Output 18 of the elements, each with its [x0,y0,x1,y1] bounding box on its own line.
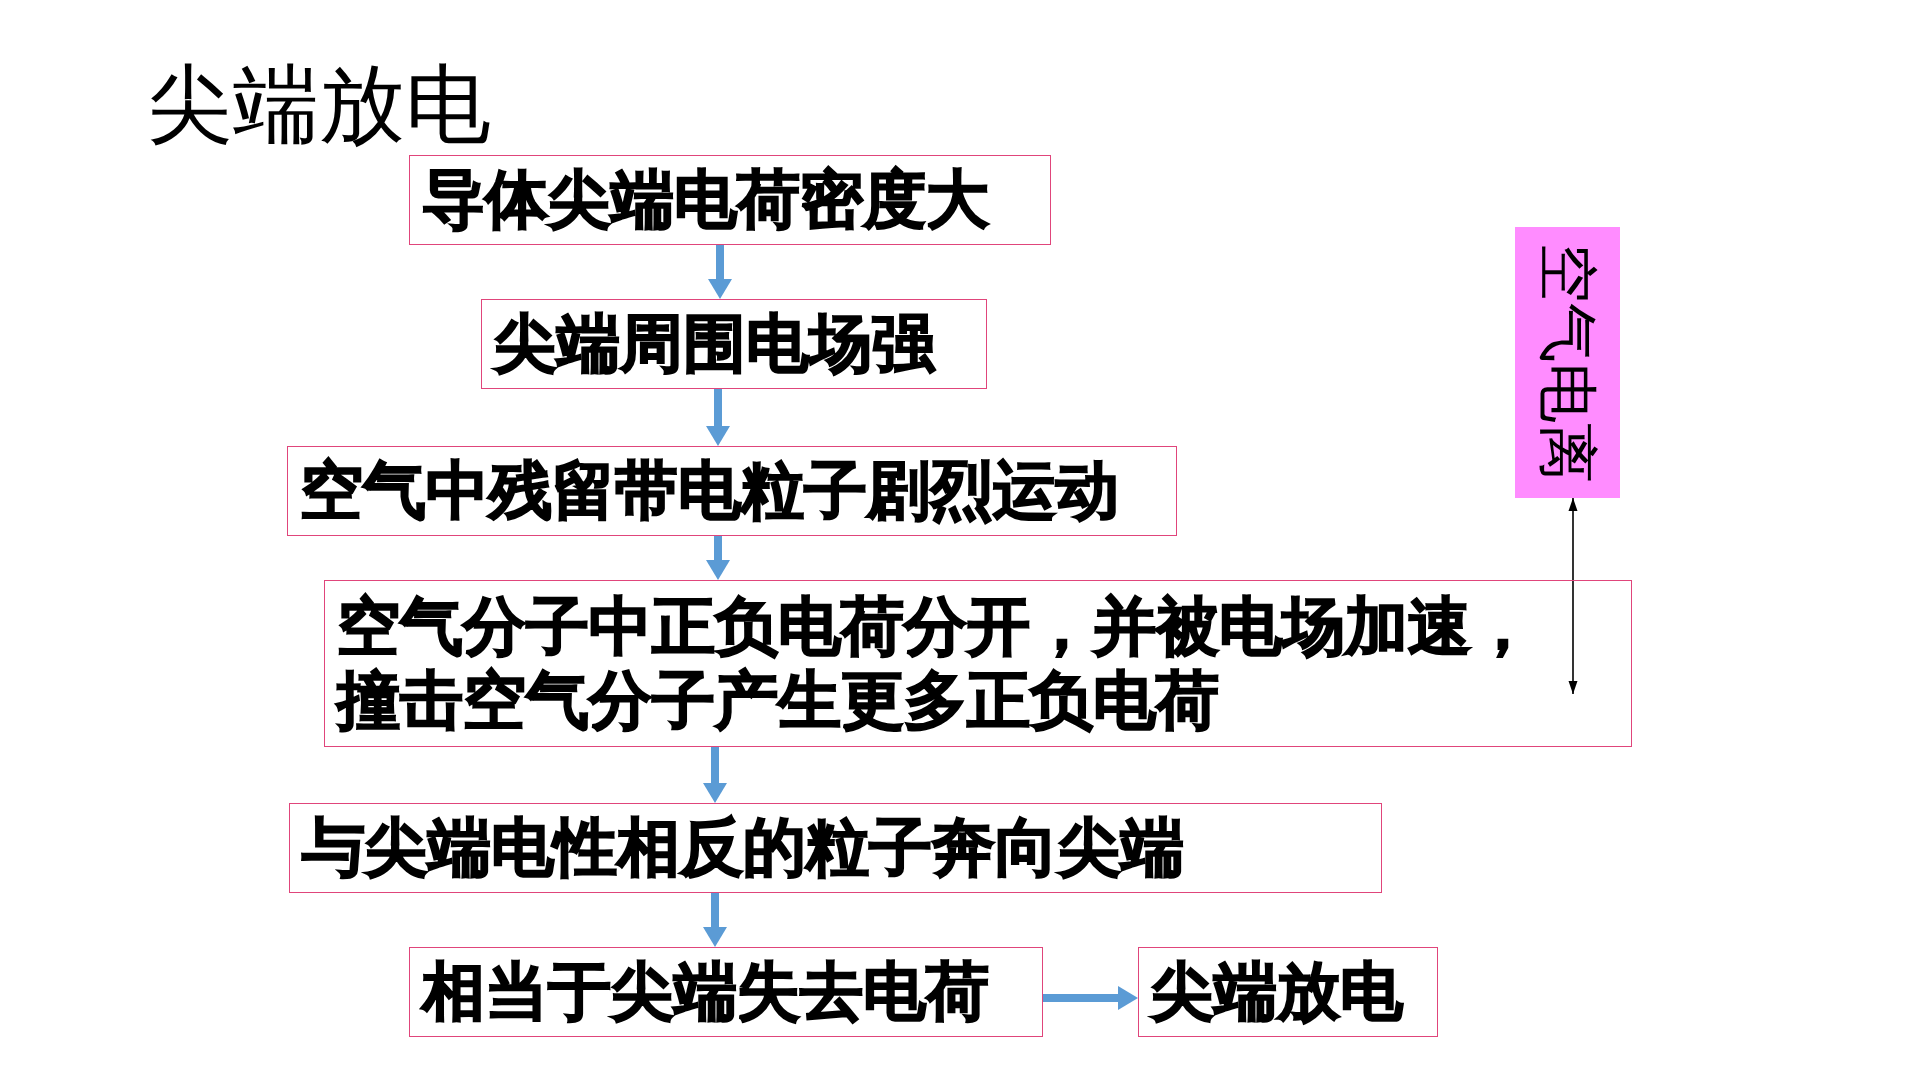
step-text: 尖端放电 [1151,955,1403,1029]
process-box [324,580,1632,747]
process-box [409,947,1043,1037]
process-box [409,155,1051,245]
process-box [1138,947,1438,1037]
step-text: 空气分子中正负电荷分开，并被电场加速，撞击空气分子产生更多正负电荷 [337,589,1535,738]
step-text: 导体尖端电荷密度大 [422,163,989,237]
vertical-text: 空气电离 [1537,242,1598,483]
step-text: 与尖端电性相反的粒子奔向尖端 [302,811,1184,885]
process-box [481,299,987,389]
label-box [1515,227,1620,498]
title: 尖端放电 [147,58,491,150]
step-text: 尖端周围电场强 [494,307,935,381]
step-text: 相当于尖端失去电荷 [422,955,989,1029]
process-box [289,803,1382,893]
step-text: 空气中残留带电粒子剧烈运动 [300,454,1119,528]
double-arrow [1568,497,1578,695]
process-box [287,446,1177,536]
